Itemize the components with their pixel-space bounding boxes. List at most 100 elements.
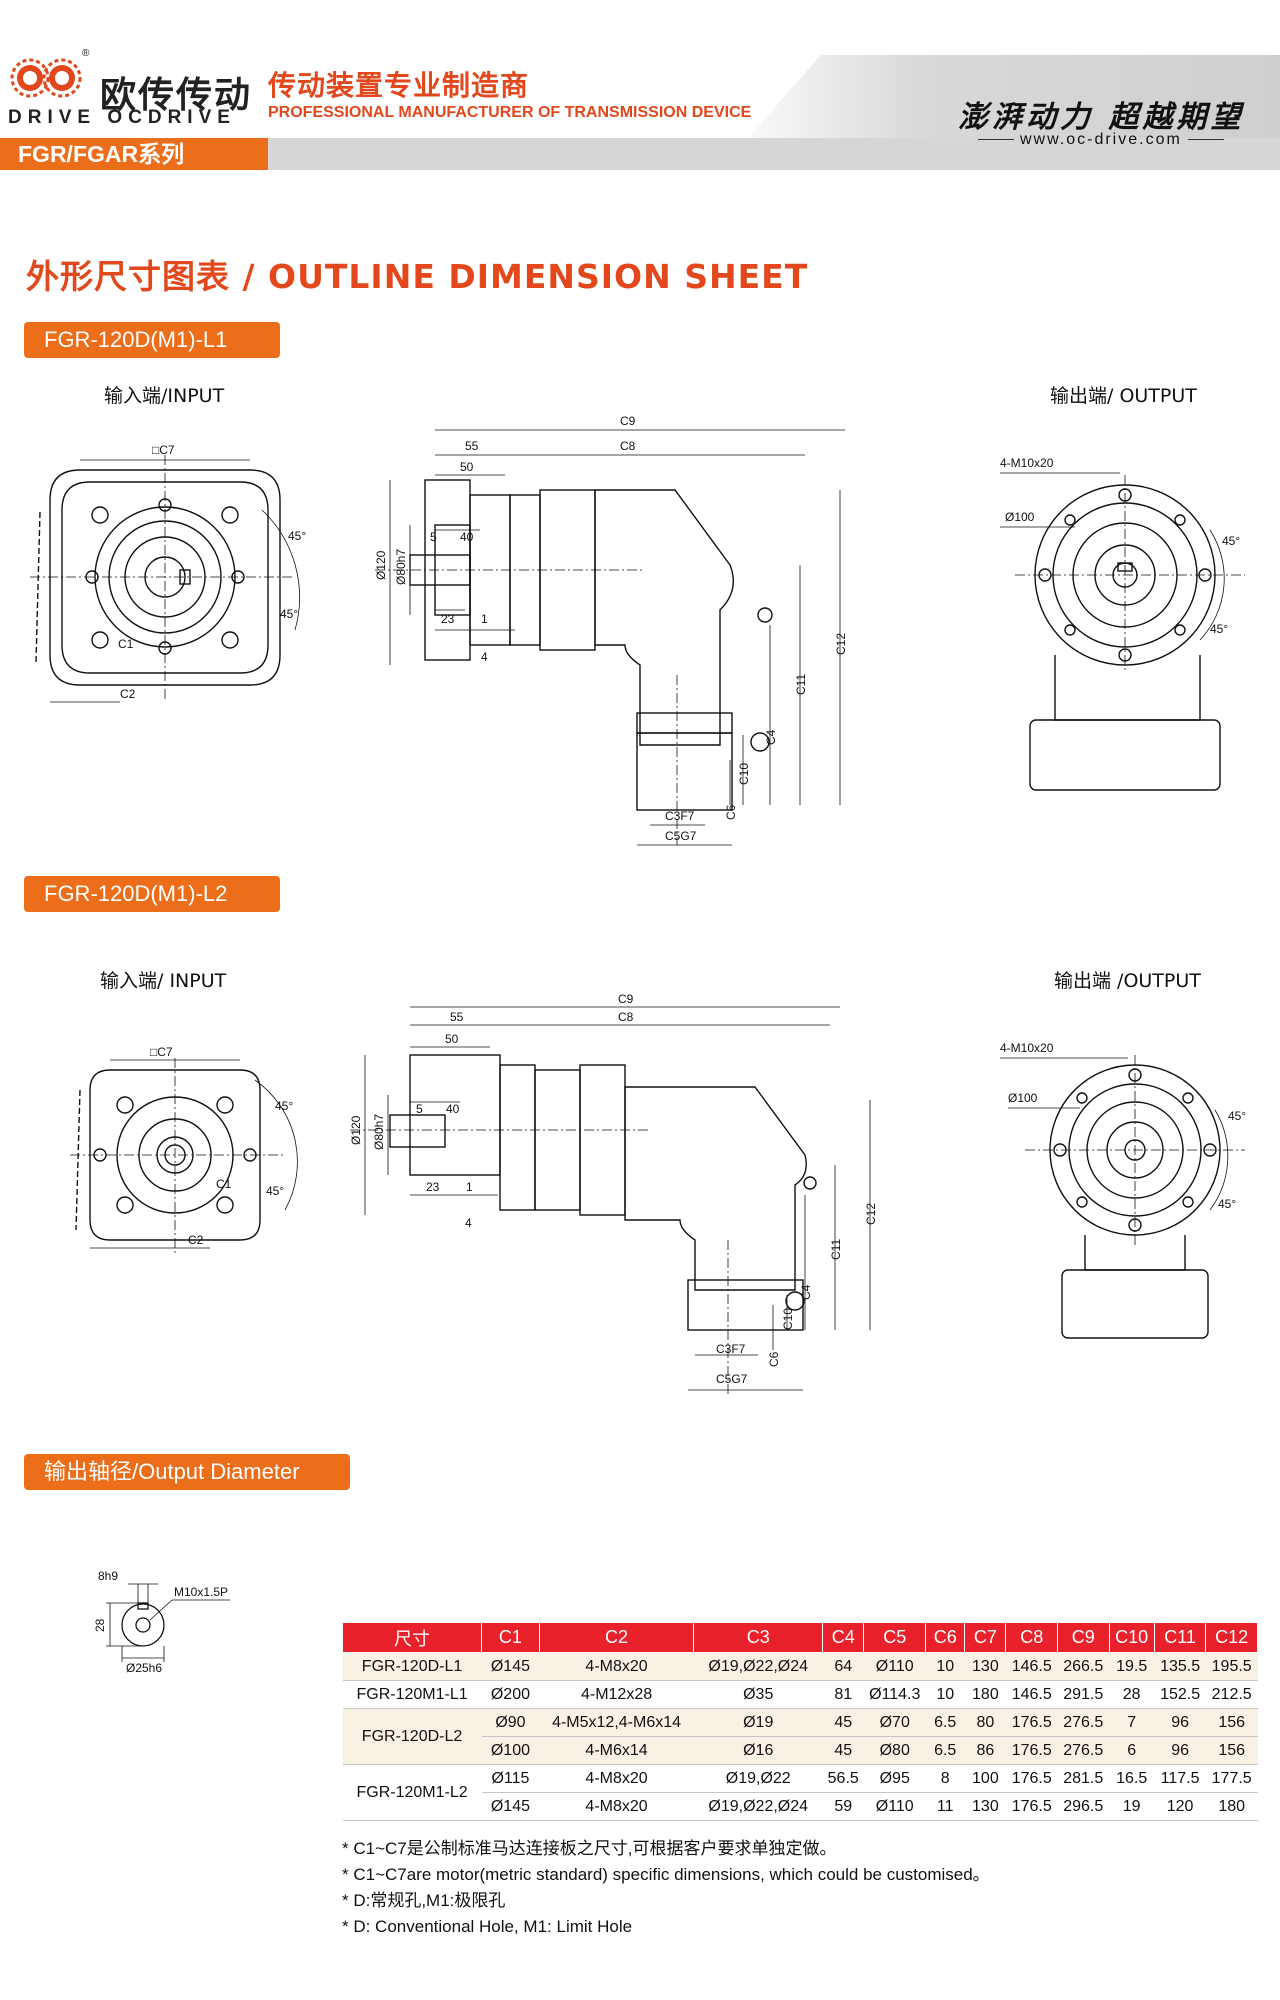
table-cell: 8 bbox=[925, 1764, 965, 1793]
table-cell: 212.5 bbox=[1205, 1680, 1258, 1709]
dim-45-h: 45° bbox=[1218, 1197, 1236, 1211]
table-cell: Ø115 bbox=[481, 1764, 540, 1793]
table-cell: 176.5 bbox=[1005, 1708, 1058, 1737]
dim-45-b: 45° bbox=[280, 607, 298, 621]
note-line: * C1~C7是公制标准马达连接板之尺寸,可根据客户要求单独定做。 bbox=[342, 1839, 837, 1858]
table-cell: 100 bbox=[964, 1764, 1006, 1793]
table-cell: 45 bbox=[822, 1736, 864, 1765]
note-line: * D:常规孔,M1:极限孔 bbox=[342, 1891, 506, 1910]
dim-4-l2: 4 bbox=[465, 1216, 472, 1230]
dim-m10x20-l2: 4-M10x20 bbox=[1000, 1041, 1054, 1055]
dim-c2: C2 bbox=[120, 687, 136, 701]
table-cell: Ø19,Ø22,Ø24 bbox=[693, 1652, 823, 1681]
table-cell: Ø19,Ø22 bbox=[693, 1764, 823, 1793]
series-tab: FGR/FGAR系列 bbox=[0, 138, 268, 170]
dim-c6-l2: C6 bbox=[767, 1351, 781, 1367]
dim-1-l2: 1 bbox=[466, 1180, 473, 1194]
dim-45-f: 45° bbox=[266, 1184, 284, 1198]
table-cell-model: FGR-120D-L2 bbox=[342, 1708, 482, 1765]
dim-55-l2: 55 bbox=[450, 1010, 464, 1024]
table-cell: 56.5 bbox=[822, 1764, 864, 1793]
dim-c1-l2: C1 bbox=[216, 1177, 232, 1191]
l1-side-view-drawing: C9 C8 55 50 5 40 23 1 4 Ø120 Ø80h7 C12 C… bbox=[374, 414, 848, 846]
dim-c10: C10 bbox=[737, 763, 751, 785]
table-cell: 28 bbox=[1109, 1680, 1155, 1709]
table-cell: 156 bbox=[1205, 1708, 1258, 1737]
dim-c5-l2: C5G7 bbox=[716, 1372, 748, 1386]
table-cell-model: FGR-120D-L1 bbox=[342, 1652, 482, 1681]
dim-c12: C12 bbox=[834, 633, 848, 655]
dim-c8: C8 bbox=[620, 439, 636, 453]
table-cell: 45 bbox=[822, 1708, 864, 1737]
table-cell: Ø35 bbox=[693, 1680, 823, 1709]
table-header-cell: C9 bbox=[1057, 1622, 1110, 1653]
note-line: * D: Conventional Hole, M1: Limit Hole bbox=[342, 1917, 633, 1936]
dim-c9-l2: C9 bbox=[618, 992, 634, 1006]
slogan: 澎湃动力 超越期望 bbox=[958, 100, 1245, 135]
dim-c6: C6 bbox=[724, 804, 738, 820]
dim-45-c: 45° bbox=[1222, 534, 1240, 548]
table-cell: 177.5 bbox=[1205, 1764, 1258, 1793]
dim-1: 1 bbox=[481, 612, 488, 626]
table-cell: 11 bbox=[925, 1792, 965, 1821]
table-row: FGR-120D-L2 Ø90 4-M5x12,4-M6x14 Ø19 45 Ø… bbox=[342, 1708, 1258, 1765]
dim-c5: C5G7 bbox=[665, 829, 697, 843]
table-cell: Ø110 bbox=[863, 1792, 926, 1821]
table-header-cell: C11 bbox=[1153, 1622, 1207, 1653]
page-title: 外形尺寸图表 / OUTLINE DIMENSION SHEET bbox=[26, 257, 809, 296]
dim-d100-l2: Ø100 bbox=[1008, 1091, 1038, 1105]
table-header-cell: 尺寸 bbox=[341, 1622, 483, 1653]
table-cell: Ø200 bbox=[481, 1680, 540, 1709]
dim-45-a: 45° bbox=[288, 529, 306, 543]
table-cell: 176.5 bbox=[1005, 1764, 1058, 1793]
table-cell: 6.5 bbox=[925, 1736, 965, 1765]
table-cell: 7 bbox=[1109, 1708, 1155, 1737]
table-cell: Ø110 bbox=[863, 1652, 926, 1681]
table-cell: 152.5 bbox=[1154, 1680, 1206, 1709]
input-label-l1: 输入端/INPUT bbox=[104, 385, 225, 407]
dim-c2-l2: C2 bbox=[188, 1233, 204, 1247]
table-cell: 4-M8x20 bbox=[539, 1792, 694, 1821]
section-title-l2: FGR-120D(M1)-L2 bbox=[24, 876, 280, 912]
table-cell: 80 bbox=[964, 1708, 1006, 1737]
table-cell: 64 bbox=[822, 1652, 864, 1681]
table-cell: 6.5 bbox=[925, 1708, 965, 1737]
table-cell: Ø90 bbox=[481, 1708, 540, 1737]
dim-45-e: 45° bbox=[275, 1099, 293, 1113]
table-cell: Ø16 bbox=[693, 1736, 823, 1765]
output-shaft-section-drawing: 8h9 M10x1.5P 28 Ø25h6 bbox=[93, 1569, 230, 1675]
website-link[interactable]: www.oc-drive.com bbox=[972, 131, 1230, 149]
table-row: FGR-120M1-L2 Ø115 4-M8x20 Ø19,Ø22 56.5 Ø… bbox=[342, 1764, 1258, 1821]
dim-c3-l2: C3F7 bbox=[716, 1342, 746, 1356]
dim-c3: C3F7 bbox=[665, 809, 695, 823]
dim-c11-l2: C11 bbox=[829, 1239, 843, 1260]
table-cell: 86 bbox=[964, 1736, 1006, 1765]
table-cell: 276.5 bbox=[1057, 1736, 1110, 1765]
section-title-l1: FGR-120D(M1)-L1 bbox=[24, 322, 280, 358]
table-cell: 120 bbox=[1154, 1792, 1206, 1821]
table-cell: Ø19 bbox=[693, 1708, 823, 1737]
table-cell: 4-M8x20 bbox=[539, 1764, 694, 1793]
table-cell: 176.5 bbox=[1005, 1792, 1058, 1821]
dim-23-l2: 23 bbox=[426, 1180, 440, 1194]
dim-thread: M10x1.5P bbox=[174, 1585, 228, 1599]
l1-output-face-drawing: 4-M10x20 Ø100 45° 45° bbox=[1000, 456, 1245, 791]
dimension-table: 尺寸 C1 C2 C3 C4 C5 C6 C7 C8 C9 C10 C11 C1… bbox=[341, 1622, 1258, 1821]
table-cell: 156 bbox=[1205, 1736, 1258, 1765]
l1-input-face-drawing: □C7 C2 C1 45° 45° bbox=[30, 443, 306, 703]
table-header-cell: C12 bbox=[1205, 1622, 1258, 1653]
logo-text-cn: 欧传传动 bbox=[100, 75, 253, 116]
table-cell: 180 bbox=[1205, 1792, 1258, 1821]
table-cell: 146.5 bbox=[1005, 1652, 1058, 1681]
dim-4: 4 bbox=[481, 650, 488, 664]
table-cell: 16.5 bbox=[1109, 1764, 1155, 1793]
table-cell: 195.5 bbox=[1205, 1652, 1258, 1681]
dim-m10x20: 4-M10x20 bbox=[1000, 456, 1054, 470]
dim-d25: Ø25h6 bbox=[126, 1661, 162, 1675]
table-cell: 10 bbox=[925, 1680, 965, 1709]
dim-40: 40 bbox=[460, 530, 474, 544]
dim-50-l2: 50 bbox=[445, 1032, 459, 1046]
table-cell: Ø80 bbox=[863, 1736, 926, 1765]
dim-h28: 28 bbox=[93, 1618, 107, 1632]
dim-d120: Ø120 bbox=[374, 550, 388, 580]
